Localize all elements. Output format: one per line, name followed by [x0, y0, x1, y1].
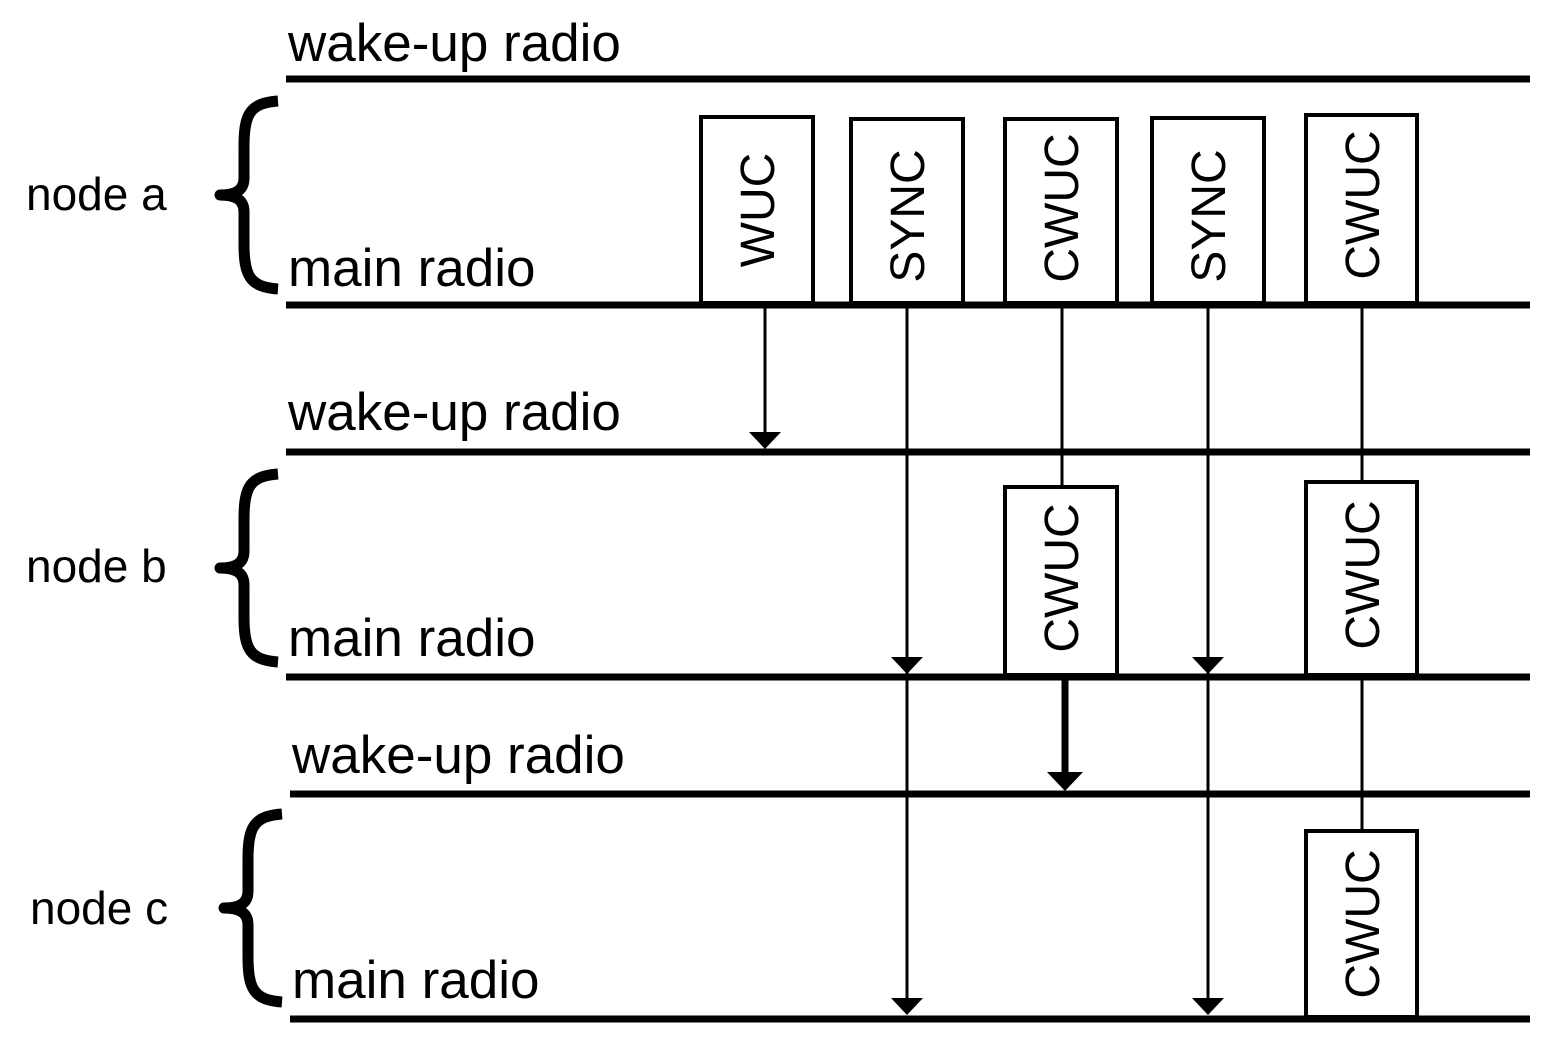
node-a-main-radio-label: main radio — [288, 239, 535, 298]
sync-1-arrow-node-b-head — [891, 657, 923, 674]
sync-2-arrow-node-b-head — [1192, 657, 1224, 674]
sync-2-arrow-node-c-head — [1192, 998, 1224, 1015]
node-a-packet-sync-1: SYNC — [849, 117, 965, 305]
node-a-packet-wuc: WUC — [699, 115, 815, 305]
node-a-packet-cwuc-1: CWUC — [1003, 117, 1119, 305]
node-b-brace — [214, 468, 279, 668]
packet-label: CWUC — [1036, 133, 1089, 282]
node-c-wakeup-radio-label: wake-up radio — [291, 726, 625, 785]
packet-label: SYNC — [1183, 149, 1236, 282]
cwuc-arrow-b-to-c-head — [1047, 772, 1083, 791]
packet-label: WUC — [732, 153, 785, 268]
node-b-main-radio-label: main radio — [288, 609, 535, 668]
node-c-brace — [218, 808, 283, 1008]
packet-label: CWUC — [1337, 130, 1390, 279]
packet-label: CWUC — [1337, 849, 1390, 998]
sync-1-arrow-node-c-head — [891, 998, 923, 1015]
node-b-packet-cwuc-2: CWUC — [1304, 480, 1419, 677]
node-a-packet-sync-2: SYNC — [1150, 116, 1266, 305]
node-a-brace — [214, 95, 279, 295]
connectors — [749, 305, 1364, 1015]
node-a-wakeup-radio-label: wake-up radio — [287, 14, 621, 73]
node-c-packet-cwuc: CWUC — [1304, 829, 1419, 1019]
node-a-packet-cwuc-2: CWUC — [1304, 113, 1419, 305]
node-a-group: wake-up radio main radio node a WUC SYNC… — [26, 14, 1530, 309]
node-c-label: node c — [30, 882, 168, 934]
node-b-label: node b — [26, 540, 167, 592]
packet-label: CWUC — [1337, 500, 1390, 649]
node-b-wakeup-radio-label: wake-up radio — [287, 383, 621, 442]
wuc-arrow-a-to-b-head — [749, 432, 781, 449]
node-b-packet-cwuc-1: CWUC — [1003, 485, 1119, 677]
packet-label: CWUC — [1036, 503, 1089, 652]
node-c-main-radio-label: main radio — [292, 951, 539, 1010]
node-a-label: node a — [26, 168, 167, 220]
node-b-group: wake-up radio main radio node b CWUC CWU… — [26, 383, 1530, 681]
node-c-group: wake-up radio main radio node c CWUC — [30, 726, 1530, 1023]
packet-label: SYNC — [882, 149, 935, 282]
